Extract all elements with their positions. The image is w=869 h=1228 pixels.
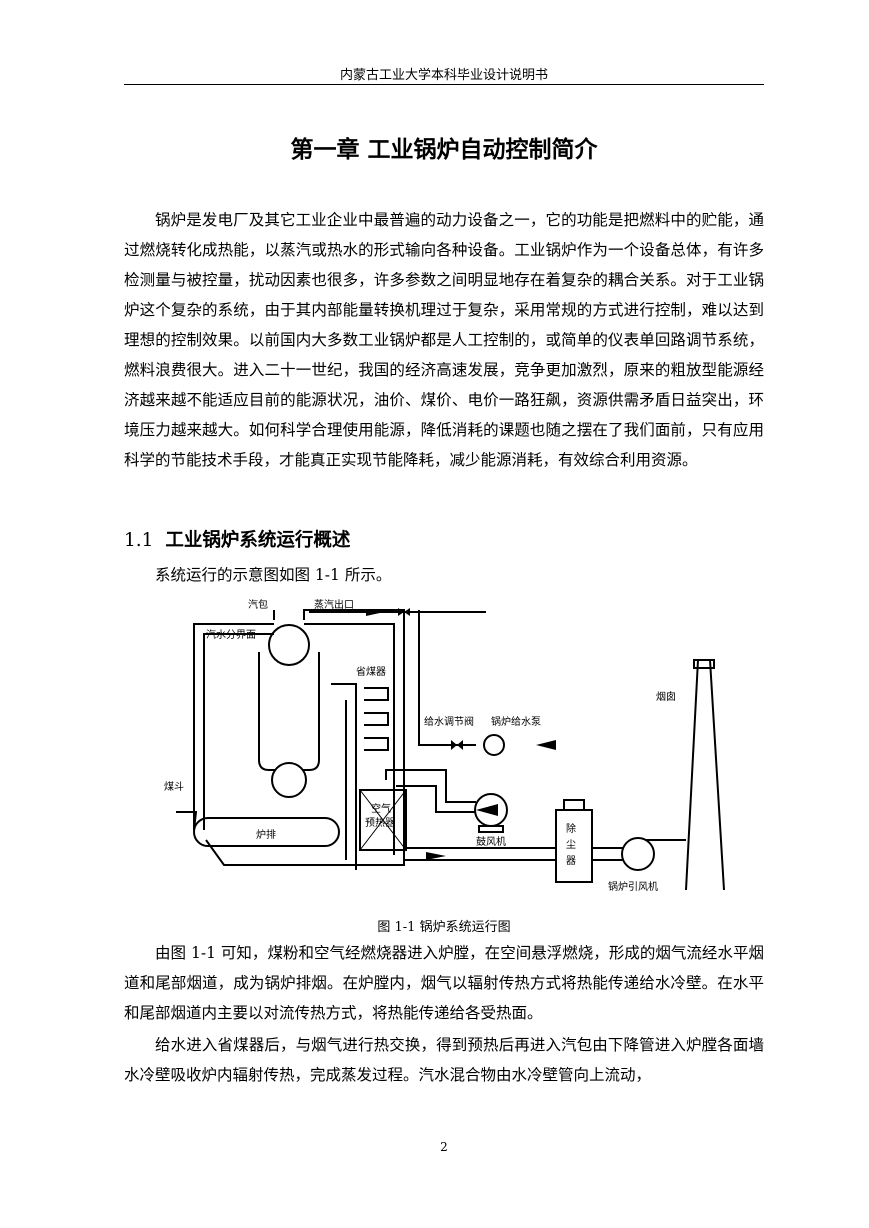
- feed-valve: [451, 740, 463, 750]
- induced-fan: [621, 837, 655, 871]
- mud-drum: [271, 762, 307, 798]
- figure-caption: 图 1-1 锅炉系统运行图: [377, 920, 511, 935]
- section-number: 1.1: [124, 530, 154, 551]
- flue-arrow: [426, 852, 446, 860]
- label-dust-1: 除: [566, 822, 576, 835]
- furnace-wall: [205, 609, 405, 866]
- label-dust-2: 尘: [566, 839, 576, 851]
- label-air-preheater-2: 预热器: [365, 816, 395, 829]
- air-arrow: [476, 804, 498, 816]
- downcomer-pipe: [193, 623, 274, 830]
- flue-duct: [331, 683, 357, 870]
- air-preheater: [359, 789, 407, 851]
- section-heading: 1.1 工业锅炉系统运行概述: [124, 526, 350, 552]
- air-duct: [385, 769, 476, 813]
- steam-drum: [268, 624, 310, 666]
- label-blower: 鼓风机: [476, 835, 506, 848]
- boiler-system-diagram: 汽包 蒸汽出口 汽水分界面 省煤器 烟囱 给水调节阀 锅炉给水泵 煤斗 空气 预…: [164, 598, 725, 893]
- label-coal-hopper: 煤斗: [164, 780, 184, 793]
- label-air-preheater-1: 空气: [371, 802, 391, 815]
- chapter-title: 第一章 工业锅炉自动控制简介: [290, 137, 598, 163]
- label-grate: 炉排: [256, 828, 276, 841]
- grate-conveyor: [193, 817, 340, 847]
- furnace-wall-inner: [304, 623, 395, 855]
- header-rule: [124, 84, 764, 85]
- steam-arrow: [366, 610, 384, 616]
- label-drum: 汽包: [248, 598, 268, 611]
- paragraph-2: 由图 1-1 可知，煤粉和空气经燃烧器进入炉膛，在空间悬浮燃烧，形成的烟气流经水…: [124, 944, 764, 1022]
- steam-valve: [398, 608, 410, 616]
- downcomer-pipe-inner: [203, 633, 274, 830]
- running-header: 内蒙古工业大学本科毕业设计说明书: [339, 68, 548, 83]
- label-dust-3: 器: [566, 855, 576, 867]
- label-chimney: 烟囱: [656, 690, 676, 703]
- page-number: 2: [440, 1140, 448, 1154]
- label-water-interface: 汽水分界面: [206, 628, 256, 641]
- paragraph-1: 锅炉是发电厂及其它工业企业中最普遍的动力设备之一，它的功能是把燃料中的贮能，通过…: [124, 211, 764, 469]
- riser-tubes: [258, 652, 320, 771]
- feed-pump: [483, 734, 505, 756]
- label-steam-outlet: 蒸汽出口: [314, 598, 354, 611]
- flue-gas-duct: [404, 847, 556, 861]
- paragraph-3: 给水进入省煤器后，与烟气进行热交换，得到预热后再进入汽包由下降管进入炉膛各面墙水…: [124, 1036, 764, 1084]
- steam-outlet-line: [309, 611, 486, 613]
- dust-collector: [555, 809, 593, 883]
- coal-hopper: [176, 811, 198, 831]
- feed-arrow: [536, 740, 556, 750]
- label-feed-valve: 给水调节阀: [424, 715, 474, 728]
- section-title: 工业锅炉系统运行概述: [165, 530, 351, 551]
- figure-intro: 系统运行的示意图如图 1-1 所示。: [155, 566, 392, 584]
- label-feed-pump: 锅炉给水泵: [491, 715, 541, 728]
- label-induced-fan: 锅炉引风机: [608, 880, 658, 893]
- economizer-coils: [364, 687, 389, 751]
- chimney: [685, 659, 725, 891]
- label-economizer: 省煤器: [356, 665, 386, 678]
